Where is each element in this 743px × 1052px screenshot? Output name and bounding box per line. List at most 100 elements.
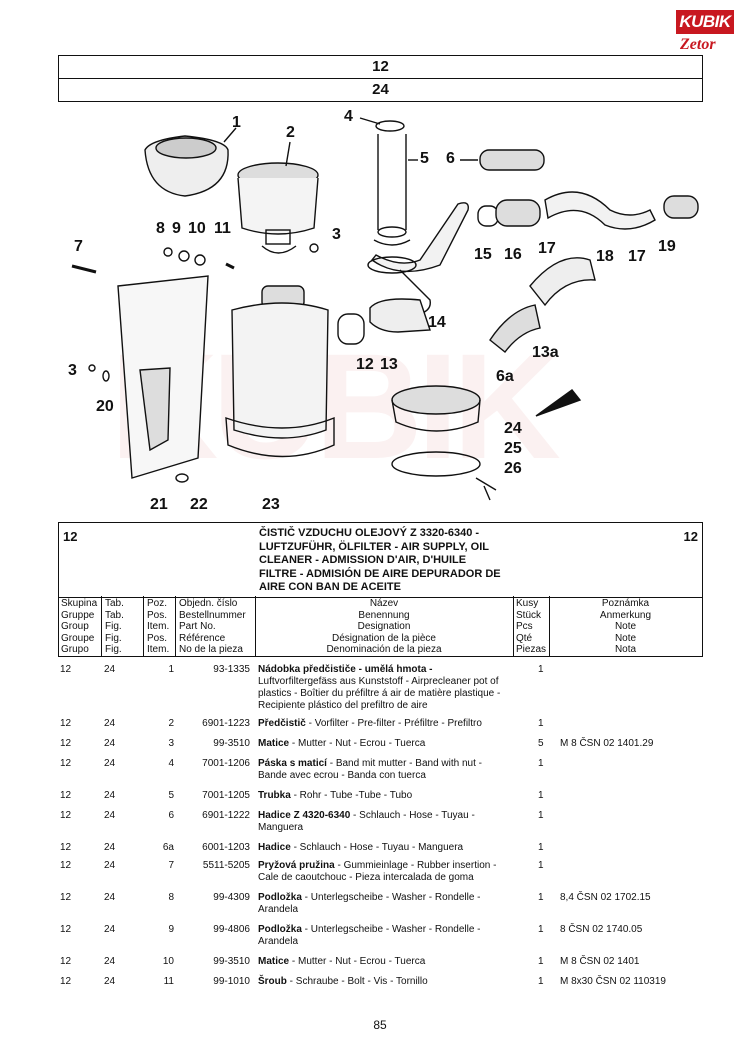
callout-23: 23 bbox=[262, 496, 280, 513]
callout-2: 2 bbox=[286, 124, 295, 141]
row-figure: 24 bbox=[104, 758, 116, 769]
callout-15: 15 bbox=[474, 246, 492, 263]
row-item: 5 bbox=[168, 790, 174, 801]
callout-24: 24 bbox=[504, 420, 522, 437]
row-note: 8 ČSN 02 1740.05 bbox=[560, 924, 643, 935]
section-title: ČISTIČ VZDUCHU OLEJOVÝ Z 3320-6340 - LUF… bbox=[259, 527, 501, 595]
logo-brand-top: KUBIK bbox=[676, 10, 734, 34]
row-designation: Páska s maticí - Band mit mutter - Band … bbox=[258, 758, 482, 781]
row-item: 2 bbox=[168, 718, 174, 729]
callout-13: 13 bbox=[380, 356, 398, 373]
row-figure: 24 bbox=[104, 718, 116, 729]
callout-17-right: 17 bbox=[628, 248, 646, 265]
section-group-right: 12 bbox=[683, 529, 698, 544]
callout-16: 16 bbox=[504, 246, 522, 263]
row-designation: Nádobka předčističe - umělá hmota -Luftv… bbox=[258, 664, 501, 711]
callout-26: 26 bbox=[504, 460, 522, 477]
row-part-number: 99-4309 bbox=[213, 892, 250, 903]
row-quantity: 1 bbox=[538, 758, 544, 769]
row-quantity: 1 bbox=[538, 718, 544, 729]
row-item: 4 bbox=[168, 758, 174, 769]
row-part-number: 6001-1203 bbox=[202, 842, 250, 853]
row-quantity: 1 bbox=[538, 810, 544, 821]
row-group: 12 bbox=[60, 924, 72, 935]
row-figure: 24 bbox=[104, 892, 116, 903]
title-line: ČISTIČ VZDUCHU OLEJOVÝ Z 3320-6340 - bbox=[259, 527, 480, 539]
row-group: 12 bbox=[60, 758, 72, 769]
callout-13a: 13a bbox=[532, 344, 559, 361]
callout-21: 21 bbox=[150, 496, 168, 513]
row-note: M 8 ČSN 02 1401.29 bbox=[560, 738, 654, 749]
callout-6: 6 bbox=[446, 150, 455, 167]
row-figure: 24 bbox=[104, 956, 116, 967]
row-group: 12 bbox=[60, 892, 72, 903]
row-quantity: 1 bbox=[538, 892, 544, 903]
row-group: 12 bbox=[60, 790, 72, 801]
callout-10: 10 bbox=[188, 220, 206, 237]
row-figure: 24 bbox=[104, 790, 116, 801]
row-figure: 24 bbox=[104, 810, 116, 821]
row-quantity: 1 bbox=[538, 790, 544, 801]
callout-9: 9 bbox=[172, 220, 181, 237]
callout-3-top: 3 bbox=[332, 226, 341, 243]
row-designation: Podložka - Unterlegscheibe - Washer - Ro… bbox=[258, 892, 481, 915]
row-quantity: 1 bbox=[538, 860, 544, 871]
row-figure: 24 bbox=[104, 664, 116, 675]
title-line: AIRE CON BAN DE ACEITE bbox=[259, 581, 401, 593]
row-designation: Hadice Z 4320-6340 - Schlauch - Hose - T… bbox=[258, 810, 475, 833]
section-heading-box: 12 12 ČISTIČ VZDUCHU OLEJOVÝ Z 3320-6340… bbox=[58, 522, 703, 598]
row-group: 12 bbox=[60, 956, 72, 967]
col-tab: Tab.Tab.Fig.Fig.Fig. bbox=[105, 598, 124, 655]
row-figure: 24 bbox=[104, 976, 116, 987]
row-item: 1 bbox=[168, 664, 174, 675]
row-item: 6 bbox=[168, 810, 174, 821]
row-part-number: 99-3510 bbox=[213, 956, 250, 967]
row-group: 12 bbox=[60, 738, 72, 749]
row-quantity: 1 bbox=[538, 976, 544, 987]
section-group-left: 12 bbox=[63, 529, 78, 544]
callout-22: 22 bbox=[190, 496, 208, 513]
row-designation: Šroub - Schraube - Bolt - Vis - Tornillo bbox=[258, 976, 428, 987]
row-part-number: 5511-5205 bbox=[202, 860, 250, 871]
row-quantity: 1 bbox=[538, 924, 544, 935]
callout-5: 5 bbox=[420, 150, 429, 167]
row-item: 3 bbox=[168, 738, 174, 749]
row-figure: 24 bbox=[104, 860, 116, 871]
row-part-number: 6901-1223 bbox=[202, 718, 250, 729]
kubik-zetor-logo: KUBIK Zetor bbox=[676, 10, 734, 62]
row-designation: Matice - Mutter - Nut - Ecrou - Tuerca bbox=[258, 738, 426, 749]
row-designation: Pryžová pružina - Gummieinlage - Rubber … bbox=[258, 860, 497, 883]
title-line: FILTRE - ADMISIÓN DE AIRE DEPURADOR DE bbox=[259, 567, 501, 580]
figure-number-box: 24 bbox=[58, 78, 703, 102]
row-group: 12 bbox=[60, 810, 72, 821]
row-group: 12 bbox=[60, 842, 72, 853]
row-part-number: 7001-1206 bbox=[202, 758, 250, 769]
row-note: M 8x30 ČSN 02 110319 bbox=[560, 976, 666, 987]
callout-8: 8 bbox=[156, 220, 165, 237]
callout-3-left: 3 bbox=[68, 362, 77, 379]
row-designation: Hadice - Schlauch - Hose - Tuyau - Mangu… bbox=[258, 842, 464, 853]
callout-4: 4 bbox=[344, 108, 353, 125]
row-figure: 24 bbox=[104, 924, 116, 935]
callout-12: 12 bbox=[356, 356, 374, 373]
callout-19: 19 bbox=[658, 238, 676, 255]
row-group: 12 bbox=[60, 718, 72, 729]
row-item: 11 bbox=[163, 976, 174, 987]
row-designation: Matice - Mutter - Nut - Ecrou - Tuerca bbox=[258, 956, 426, 967]
row-item: 8 bbox=[168, 892, 174, 903]
row-part-number: 7001-1205 bbox=[202, 790, 250, 801]
callout-7: 7 bbox=[74, 238, 83, 255]
row-quantity: 1 bbox=[538, 664, 544, 675]
row-group: 12 bbox=[60, 664, 72, 675]
row-note: 8,4 ČSN 02 1702.15 bbox=[560, 892, 651, 903]
title-line: CLEANER - ADMISSION D'AIR, D'HUILE bbox=[259, 554, 467, 566]
group-number-box: 12 bbox=[58, 55, 703, 79]
row-part-number: 6901-1222 bbox=[202, 810, 250, 821]
row-designation: Trubka - Rohr - Tube -Tube - Tubo bbox=[258, 790, 413, 801]
